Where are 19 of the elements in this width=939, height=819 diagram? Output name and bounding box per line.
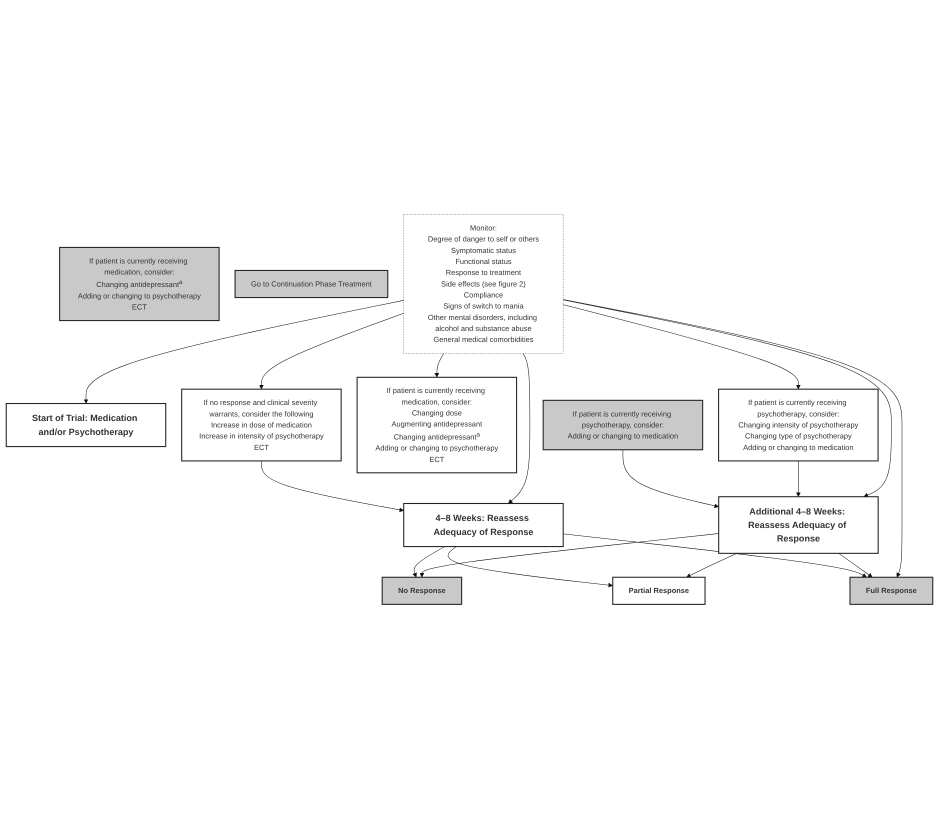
arrow xyxy=(562,300,892,498)
arrow xyxy=(562,304,801,390)
node-box: Additional 4–8 Weeks: Reassess Adequacy of Response xyxy=(718,496,879,554)
arrow xyxy=(562,534,867,578)
arrow xyxy=(412,546,446,578)
node-box: Start of Trial: Medication and/or Psychotherapy xyxy=(6,402,166,448)
arrow xyxy=(420,533,719,578)
node-box: 4–8 Weeks: Reassess Adequacy of Response xyxy=(403,502,564,548)
arrow xyxy=(84,300,404,404)
arrow xyxy=(562,299,902,578)
arrow xyxy=(434,353,444,378)
arrow xyxy=(796,460,801,497)
arrow xyxy=(622,450,719,508)
arrow xyxy=(686,553,738,578)
arrow xyxy=(508,353,530,504)
arrow xyxy=(448,546,613,588)
arrow xyxy=(261,460,404,512)
arrow xyxy=(259,312,404,390)
arrow xyxy=(838,553,873,578)
